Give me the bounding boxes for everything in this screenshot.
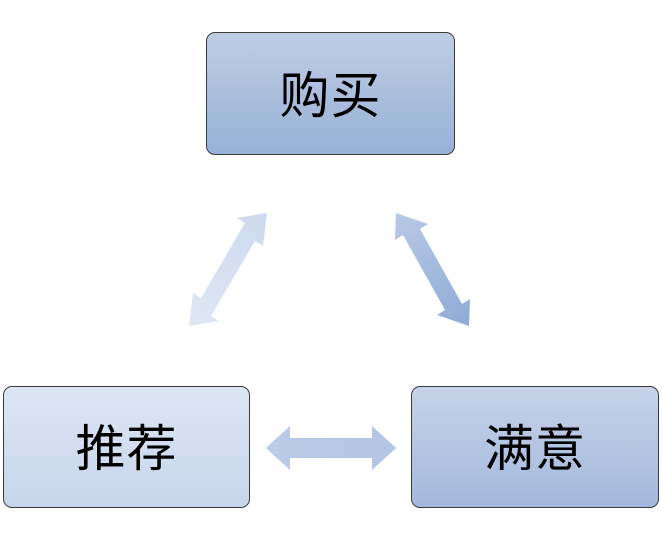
node-recommend-label: 推荐 bbox=[75, 420, 178, 478]
double-arrow-purchase-satisfied bbox=[395, 213, 470, 326]
node-purchase-label: 购买 bbox=[279, 66, 382, 125]
double-arrow-recommend-satisfied bbox=[266, 426, 396, 470]
node-purchase: 购买 bbox=[206, 32, 455, 155]
node-recommend: 推荐 bbox=[3, 386, 250, 508]
double-arrow-recommend-purchase bbox=[189, 213, 267, 326]
node-satisfied-label: 满意 bbox=[484, 420, 586, 478]
node-satisfied: 满意 bbox=[411, 386, 659, 508]
